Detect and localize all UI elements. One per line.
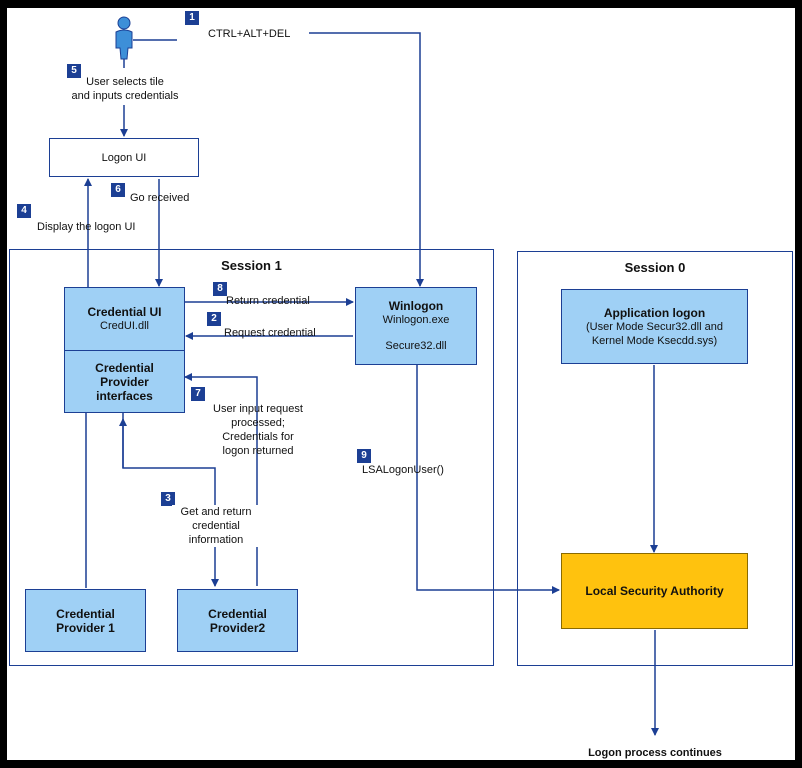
credential-provider-2-box: Credential Provider2 — [177, 589, 298, 652]
step-3-line-2: credential — [192, 520, 240, 532]
credential-provider-interfaces-box: Credential Provider interfaces — [64, 350, 185, 413]
user-icon — [115, 16, 133, 60]
cp-interfaces-line-2: Provider — [100, 374, 149, 389]
credential-ui-title: Credential UI — [87, 305, 162, 319]
step-3-label: Get and return credential information — [172, 505, 260, 547]
session-1-container: Session 1 — [9, 249, 494, 666]
lsa-label: Local Security Authority — [585, 584, 724, 598]
logon-continues-label: Logon process continues — [588, 747, 722, 759]
step-7-badge: 7 — [191, 387, 205, 401]
step-9-label: LSALogonUser() — [362, 464, 444, 476]
app-logon-sub-1: (User Mode Secur32.dll and — [586, 320, 723, 333]
step-3-line-1: Get and return — [180, 506, 252, 518]
step-7-line-3: Credentials for — [222, 431, 294, 443]
app-logon-title: Application logon — [603, 305, 706, 320]
step-6-badge: 6 — [111, 183, 125, 197]
winlogon-dll: Secure32.dll — [385, 340, 447, 352]
cp2-line-2: Provider2 — [209, 620, 266, 635]
session-0-container: Session 0 — [517, 251, 793, 666]
step-2-badge: 2 — [207, 312, 221, 326]
step-8-badge: 8 — [213, 282, 227, 296]
application-logon-box: Application logon (User Mode Secur32.dll… — [561, 289, 748, 364]
step-5-badge: 5 — [67, 64, 81, 78]
step-7-line-1: User input request — [213, 403, 303, 415]
lsalogonuser-arrow — [416, 365, 560, 594]
credential-provider-1-box: Credential Provider 1 — [25, 589, 146, 652]
session-0-title: Session 0 — [624, 260, 686, 275]
step-7-line-4: logon returned — [222, 445, 294, 457]
session-1-title: Session 1 — [221, 258, 282, 273]
winlogon-box: Winlogon Winlogon.exe Secure32.dll — [355, 287, 477, 365]
step-8-label: Return credential — [226, 295, 310, 307]
ctrl-alt-del-arrow — [309, 32, 424, 287]
step-7-line-2: processed; — [231, 417, 285, 429]
logon-ui-label: Logon UI — [101, 151, 147, 164]
cp1-line-1: Credential — [56, 606, 115, 621]
local-security-authority-box: Local Security Authority — [561, 553, 748, 629]
step-2-label: Request credential — [224, 327, 316, 339]
cp-interfaces-line-3: interfaces — [96, 388, 153, 403]
step-6-label: Go received — [130, 192, 190, 204]
step-9-badge: 9 — [357, 449, 371, 463]
step-3-badge: 3 — [161, 492, 175, 506]
cp2-line-1: Credential — [208, 606, 267, 621]
diagram-canvas: 1 CTRL+ALT+DEL 5 User selects tile and i… — [7, 8, 795, 760]
cp-interfaces-line-1: Credential — [95, 360, 154, 375]
step-7-label: User input request processed; Credential… — [201, 402, 315, 458]
step-4-badge: 4 — [17, 204, 31, 218]
step-5-line-2: and inputs credentials — [71, 90, 179, 102]
step-4-label: Display the logon UI — [37, 221, 136, 233]
step-1-label: CTRL+ALT+DEL — [208, 28, 291, 40]
winlogon-title: Winlogon — [388, 299, 444, 313]
winlogon-exe: Winlogon.exe — [382, 314, 450, 326]
credential-ui-box: Credential UI CredUI.dll — [64, 287, 185, 351]
app-logon-sub-2: Kernel Mode Ksecdd.sys) — [591, 334, 718, 347]
step-3-line-3: information — [188, 534, 244, 546]
cp1-line-2: Provider 1 — [56, 620, 115, 635]
logon-ui-box: Logon UI — [49, 138, 199, 177]
step-1-badge: 1 — [185, 11, 199, 25]
step-5-label: User selects tile and inputs credentials — [63, 75, 187, 103]
step-5-line-1: User selects tile — [86, 76, 164, 88]
credential-ui-dll: CredUI.dll — [100, 320, 149, 332]
